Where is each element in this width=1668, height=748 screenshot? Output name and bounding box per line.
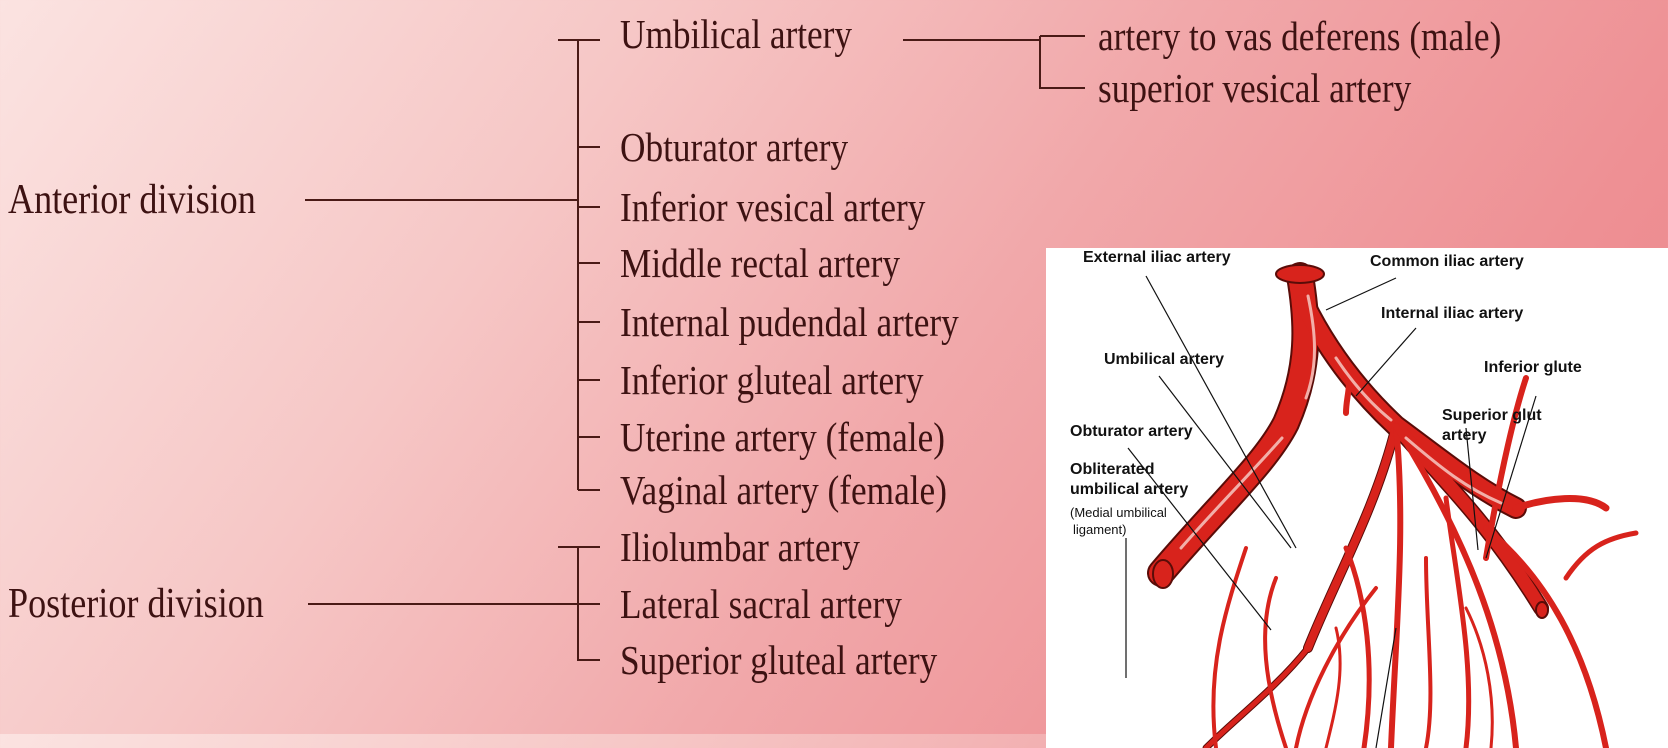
inset-label-obliterated: Obliterated xyxy=(1070,460,1154,480)
inset-label-internal-iliac: Internal iliac artery xyxy=(1381,304,1523,324)
branch-superior-gluteal-artery: Superior gluteal artery xyxy=(620,638,937,682)
branch-uterine-artery: Uterine artery (female) xyxy=(620,415,945,459)
branch-middle-rectal-artery: Middle rectal artery xyxy=(620,241,900,285)
branch-inferior-vesical-artery: Inferior vesical artery xyxy=(620,185,925,229)
inset-label-superior-gluteal-line2: artery xyxy=(1442,426,1486,446)
inset-label-obturator: Obturator artery xyxy=(1070,422,1193,442)
inset-label-superior-gluteal: Superior glut xyxy=(1442,406,1542,426)
inset-label-ligament: (Medial umbilical xyxy=(1070,504,1167,521)
anterior-division-label: Anterior division xyxy=(8,178,256,222)
inset-label-obliterated-line2: umbilical artery xyxy=(1070,480,1188,500)
common-iliac-opening xyxy=(1276,265,1324,283)
branch-artery-to-vas-deferens: artery to vas deferens (male) xyxy=(1098,14,1501,58)
branch-obturator-artery: Obturator artery xyxy=(620,125,848,169)
branch-lateral-sacral-artery: Lateral sacral artery xyxy=(620,582,902,626)
umbilical-connector xyxy=(903,36,1085,40)
inset-label-inferior-gluteal: Inferior glute xyxy=(1484,358,1582,378)
branch-superior-vesical-artery: superior vesical artery xyxy=(1098,66,1411,110)
inset-label-common-iliac: Common iliac artery xyxy=(1370,252,1524,272)
branch-inferior-gluteal-artery: Inferior gluteal artery xyxy=(620,358,923,402)
branch-umbilical-artery: Umbilical artery xyxy=(620,12,852,56)
posterior-division-label: Posterior division xyxy=(8,582,264,626)
inset-label-external-iliac: External iliac artery xyxy=(1083,248,1231,268)
inset-label-ligament-line2: ligament) xyxy=(1073,521,1126,538)
branch-vaginal-artery: Vaginal artery (female) xyxy=(620,468,947,512)
umbilical-bracket xyxy=(1040,36,1085,88)
branch-iliolumbar-artery: Iliolumbar artery xyxy=(620,525,860,569)
branch-internal-pudendal-artery: Internal pudendal artery xyxy=(620,300,959,344)
artery-illustration-inset: External iliac artery Common iliac arter… xyxy=(1046,248,1668,748)
inset-label-umbilical: Umbilical artery xyxy=(1104,350,1224,370)
